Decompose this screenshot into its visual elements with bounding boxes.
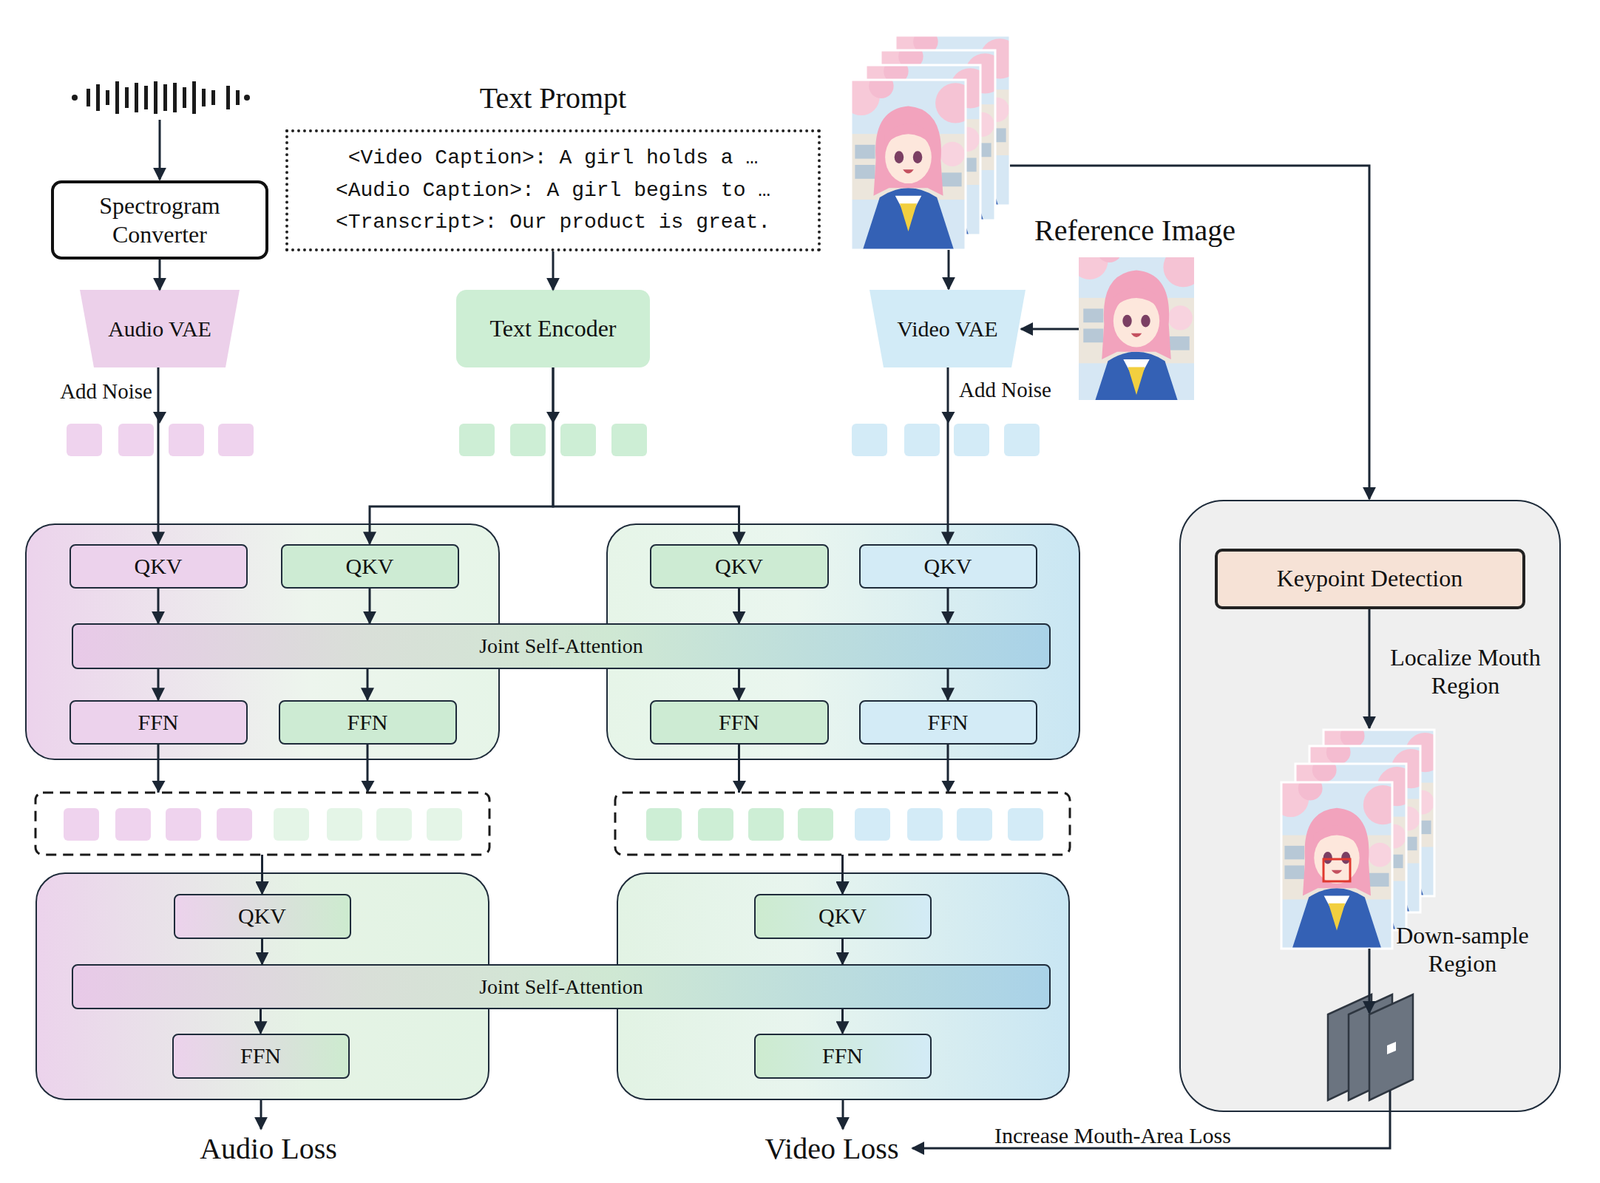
connector bbox=[552, 251, 555, 290]
node-text: Audio VAE bbox=[107, 315, 212, 343]
prompt-line: <Transcript>: Our product is great. bbox=[335, 206, 771, 239]
qkv-box: QKV bbox=[69, 544, 248, 589]
text-label: Localize Mouth Region bbox=[1373, 643, 1558, 701]
token-group bbox=[615, 792, 1070, 855]
node-text: Joint Self-Attention bbox=[479, 974, 644, 1000]
edge-label: Add Noise bbox=[958, 377, 1093, 403]
qkv-box: QKV bbox=[754, 893, 932, 940]
connector bbox=[369, 367, 554, 545]
video-tokens bbox=[851, 423, 1040, 457]
node-text: Text Encoder bbox=[489, 314, 616, 343]
waveform-icon bbox=[71, 81, 250, 114]
fused-tokens bbox=[63, 808, 1044, 841]
trapezoid-fill bbox=[79, 289, 240, 368]
text-label: Audio Loss bbox=[150, 1131, 387, 1167]
qkv-box: QKV bbox=[859, 544, 1038, 589]
audio-tokens bbox=[66, 423, 254, 457]
node-text: QKV bbox=[924, 553, 973, 580]
video-frame-stack bbox=[842, 29, 1021, 250]
attention-bar: Joint Self-Attention bbox=[71, 964, 1051, 1010]
ffn-box: FFN bbox=[859, 700, 1038, 745]
text-label: Video Loss bbox=[713, 1131, 951, 1167]
node-text: Spectrogram Converter bbox=[71, 191, 248, 249]
qkv-box: QKV bbox=[649, 544, 829, 589]
reference-arrow bbox=[1021, 328, 1079, 331]
connector bbox=[739, 744, 843, 894]
audio-vae: Audio VAE bbox=[79, 289, 240, 368]
process-box: Keypoint Detection bbox=[1214, 548, 1526, 610]
text-label: Increase Mouth-Area Loss bbox=[953, 1122, 1272, 1149]
node-text: FFN bbox=[718, 709, 760, 736]
video-vae: Video VAE bbox=[869, 289, 1026, 368]
connector bbox=[842, 744, 949, 894]
node-text: QKV bbox=[818, 902, 867, 930]
qkv-box: QKV bbox=[280, 544, 460, 589]
node-text: FFN bbox=[240, 1042, 281, 1070]
trapezoid-fill bbox=[869, 289, 1026, 368]
text-label: Reference Image bbox=[1012, 212, 1257, 249]
connector bbox=[157, 367, 160, 545]
node-text: FFN bbox=[927, 709, 968, 736]
ffn-box: FFN bbox=[649, 700, 829, 745]
node-text: Video VAE bbox=[896, 315, 998, 343]
prompt-line: <Audio Caption>: A girl begins to … bbox=[335, 174, 771, 207]
reference-image bbox=[1071, 238, 1204, 414]
node-text: Joint Self-Attention bbox=[479, 633, 644, 659]
connector bbox=[158, 744, 263, 894]
connector bbox=[947, 367, 950, 545]
frames-to-panel-arrow bbox=[1009, 165, 1370, 500]
mouth-loss-panel: Keypoint Detection bbox=[1179, 499, 1561, 1113]
text-encoder: Text Encoder bbox=[456, 289, 650, 368]
qkv-box: QKV bbox=[173, 893, 352, 940]
ffn-box: FFN bbox=[69, 700, 248, 745]
ffn-box: FFN bbox=[754, 1033, 932, 1079]
prompt-line: <Video Caption>: A girl holds a … bbox=[348, 141, 759, 174]
node-text: FFN bbox=[822, 1042, 863, 1070]
node-text: Keypoint Detection bbox=[1276, 564, 1463, 593]
node-text: QKV bbox=[134, 553, 183, 580]
token-group bbox=[35, 792, 490, 855]
input-arrow bbox=[158, 119, 162, 180]
node-text: QKV bbox=[714, 553, 764, 580]
connector bbox=[158, 259, 162, 290]
process-box: Spectrogram Converter bbox=[51, 180, 269, 260]
node-text: QKV bbox=[238, 902, 287, 930]
node-text: QKV bbox=[346, 553, 395, 580]
edge-label: Add Noise bbox=[22, 379, 153, 404]
heading-text: Text Prompt bbox=[288, 80, 818, 117]
text-label: Down-sample Region bbox=[1377, 921, 1548, 979]
prompt-box: Text Prompt<Video Caption>: A girl holds… bbox=[285, 129, 821, 252]
connector bbox=[553, 367, 740, 545]
ffn-box: FFN bbox=[172, 1033, 350, 1079]
node-text: FFN bbox=[137, 709, 179, 736]
attention-bar: Joint Self-Attention bbox=[71, 623, 1051, 670]
node-text: FFN bbox=[346, 709, 388, 736]
frames-arrow bbox=[947, 249, 951, 290]
connector bbox=[262, 744, 369, 894]
ffn-box: FFN bbox=[278, 700, 457, 745]
text-tokens bbox=[459, 423, 647, 457]
